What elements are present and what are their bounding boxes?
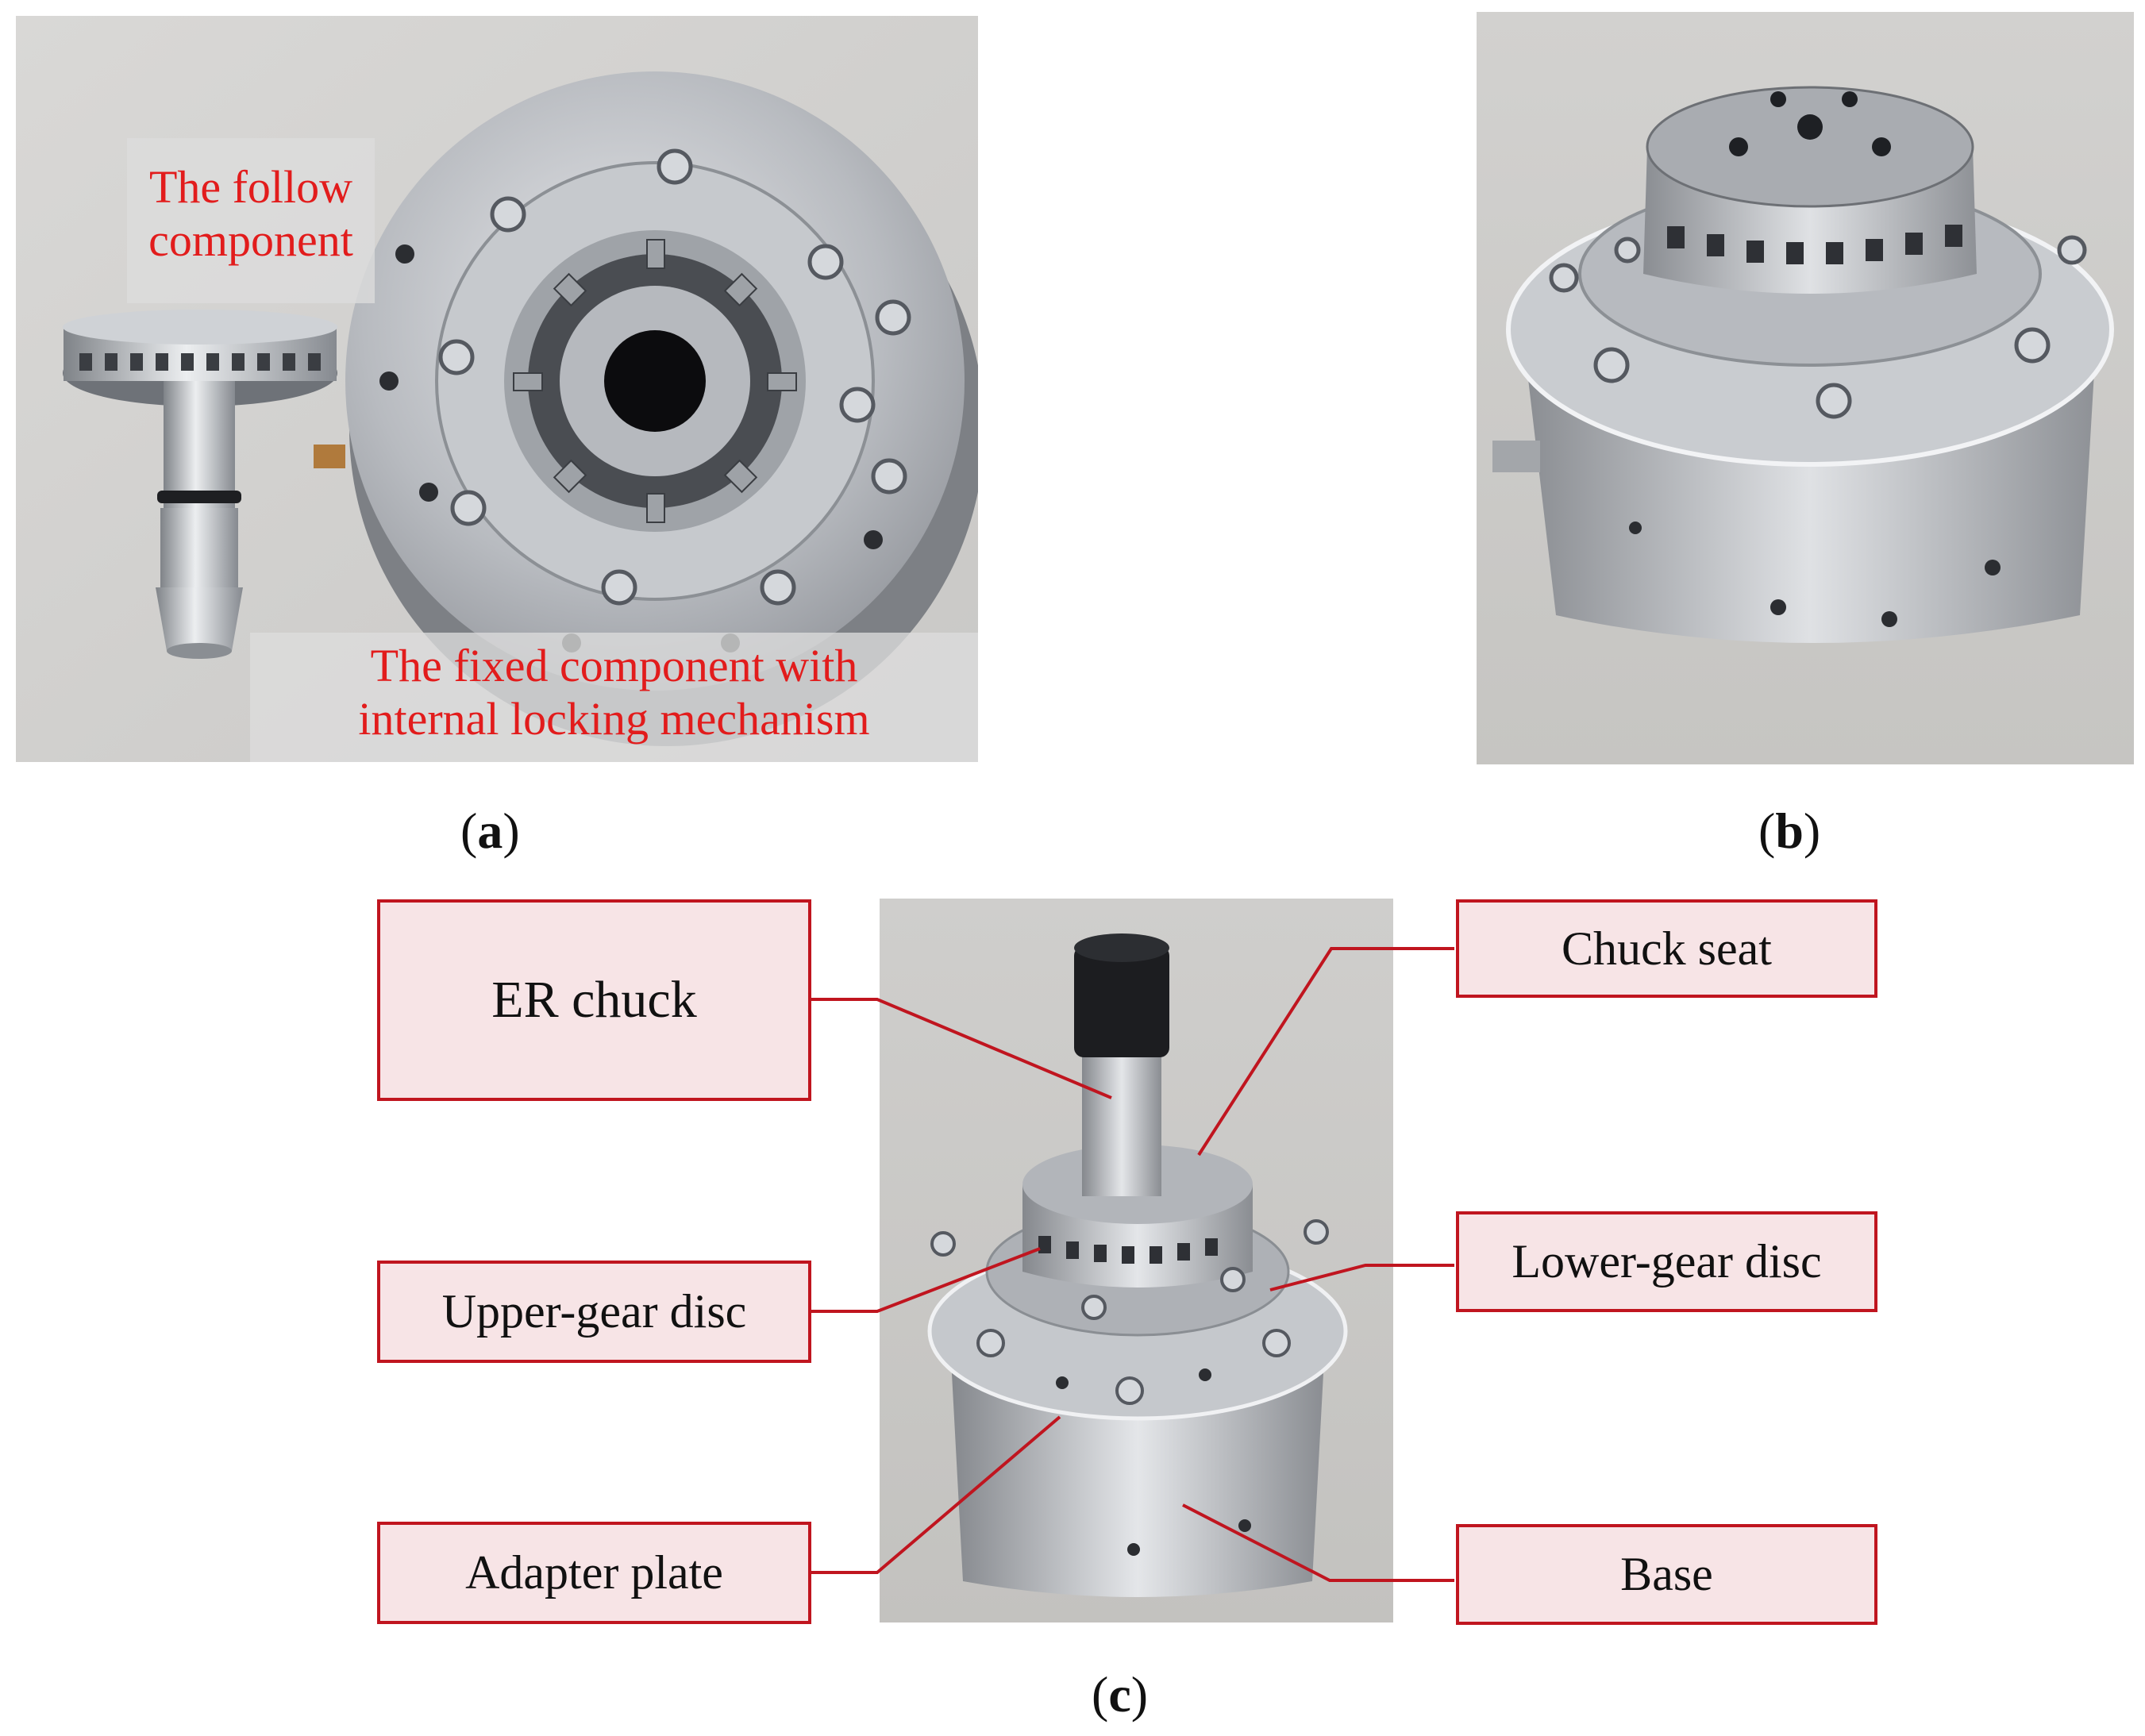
photo-panel-a: The follow component The fixed component… (16, 16, 978, 762)
follow-component-label: The follow component (127, 138, 375, 303)
photo-panel-b (1477, 12, 2134, 764)
photo-labeled-device (880, 899, 1393, 1622)
callout-chuck-seat: Chuck seat (1456, 899, 1877, 998)
assembled-device (1492, 86, 2114, 643)
fixed-component-label-line-1: The fixed component with (370, 640, 858, 691)
callout-base: Base (1456, 1524, 1877, 1625)
fixed-component (314, 71, 978, 746)
callout-er-chuck-label: ER chuck (491, 971, 697, 1029)
callout-lower-gear-disc-label: Lower-gear disc (1512, 1235, 1822, 1288)
follow-component (63, 310, 337, 659)
callout-lower-gear-disc: Lower-gear disc (1456, 1211, 1877, 1312)
callout-upper-gear-disc-label: Upper-gear disc (441, 1285, 747, 1338)
caption-c-letter: c (1108, 1666, 1131, 1723)
caption-a-letter: a (477, 803, 503, 859)
callout-chuck-seat-label: Chuck seat (1562, 922, 1772, 975)
photo-fixed-and-follow-components (16, 16, 978, 762)
caption-b: (b) (1758, 803, 1821, 859)
callout-adapter-plate-label: Adapter plate (465, 1546, 723, 1599)
photo-panel-c (880, 899, 1393, 1622)
caption-a: (a) (460, 803, 520, 859)
callout-upper-gear-disc: Upper-gear disc (377, 1261, 811, 1363)
callout-er-chuck: ER chuck (377, 899, 811, 1101)
callout-adapter-plate: Adapter plate (377, 1522, 811, 1624)
caption-b-letter: b (1775, 803, 1804, 859)
photo-assembled-device (1477, 12, 2134, 764)
follow-component-label-line-1: The follow (148, 161, 353, 213)
follow-component-label-line-2: component (148, 214, 353, 267)
fixed-component-label-line-2: internal locking mechanism (358, 693, 870, 745)
callout-base-label: Base (1620, 1548, 1713, 1600)
caption-c: (c) (1092, 1666, 1149, 1723)
fixed-component-label: The fixed component with internal lockin… (250, 633, 978, 762)
